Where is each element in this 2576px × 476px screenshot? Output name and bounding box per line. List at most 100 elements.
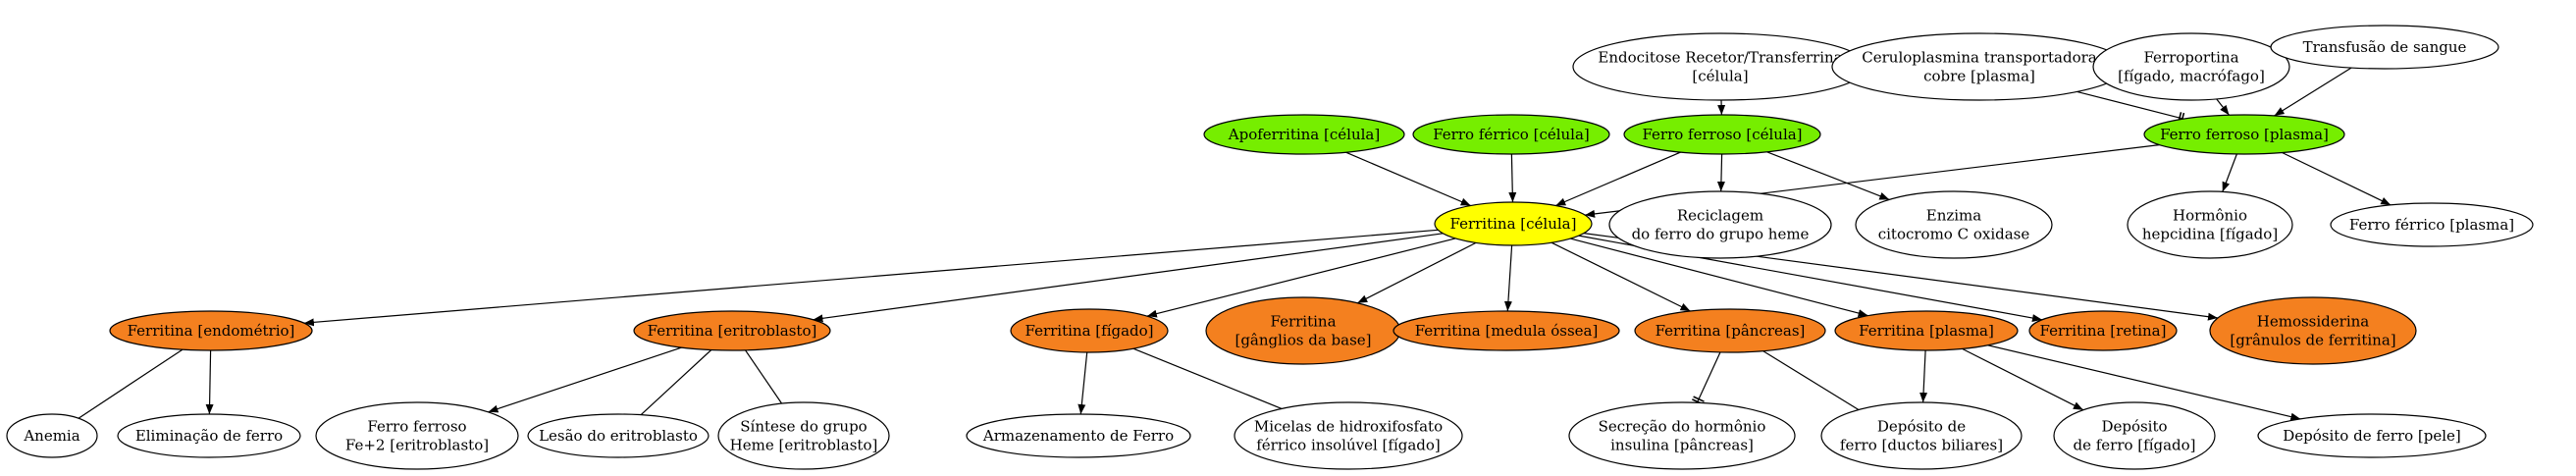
node-shape — [2053, 401, 2216, 470]
node-label: Ferritina [endométrio] — [128, 322, 295, 340]
node-label: Ferritina [pâncreas] — [1656, 322, 1806, 340]
node-ferritina-endometrio: Ferritina [endométrio] — [109, 310, 313, 351]
node-label: Apoferritina [célula] — [1228, 126, 1380, 143]
node-anemia: Anemia — [6, 413, 98, 458]
node-label: Micelas de hidroxifosfato — [1254, 418, 1443, 436]
node-label: Ferritina [medula óssea] — [1415, 322, 1599, 340]
node-label: do ferro do grupo heme — [1632, 226, 1810, 243]
node-ferro-ferrico-celula: Ferro férrico [célula] — [1412, 114, 1610, 155]
node-ferritina-retina: Ferritina [retina] — [2028, 310, 2178, 351]
edge-ferroportina-to-ferro-ferroso-plasma — [2216, 98, 2230, 116]
node-label: Armazenamento de Ferro — [982, 427, 1174, 445]
node-shape — [1820, 401, 2023, 470]
node-shape — [2143, 114, 2345, 155]
node-endocitose: Endocitose Recetor/Transferrina[célula] — [1572, 32, 1868, 101]
edge-ferro-ferrico-celula-to-ferritina-celula — [1508, 153, 1517, 203]
node-ferro-ferrico-plasma: Ferro férrico [plasma] — [2330, 202, 2534, 247]
node-eliminacao: Eliminação de ferro — [117, 413, 301, 458]
node-shape — [1203, 114, 1405, 155]
edge-ferritina-celula-to-ferritina-figado — [1146, 238, 1456, 318]
edge-ferro-ferroso-plasma-to-ferro-ferrico-plasma — [2282, 151, 2392, 206]
node-label: Lesão do eritroblasto — [539, 427, 698, 445]
edge-ferritina-endometrio-to-eliminacao — [205, 349, 214, 415]
node-label: hepcidina [fígado] — [2142, 226, 2278, 243]
nodes-layer: Endocitose Recetor/Transferrina[célula]C… — [6, 25, 2534, 470]
edge-ferritina-celula-to-ferritina-medula — [1503, 244, 1513, 312]
node-ferritina-ganglios: Ferritina[gânglios da base] — [1205, 296, 1401, 365]
node-shape — [527, 413, 710, 458]
node-shape — [1434, 201, 1593, 246]
node-shape — [315, 401, 519, 470]
edge-ferro-ferroso-celula-to-ferritina-celula — [1555, 151, 1681, 207]
node-shape — [2257, 413, 2487, 458]
node-label: Ferro ferroso [célula] — [1642, 126, 1802, 143]
node-label: Ferro ferroso [plasma] — [2160, 126, 2329, 143]
node-shape — [2270, 25, 2499, 70]
edge-ferritina-pancreas-to-secrecao — [1692, 351, 1721, 405]
edge-ferritina-pancreas-to-glicosuria — [1762, 350, 1872, 419]
edge-ferritina-eritroblasto-to-sintese — [745, 349, 783, 404]
node-transfusao: Transfusão de sangue — [2270, 25, 2499, 70]
node-hemossiderina: Hemossiderina[grânulos de ferritina] — [2209, 296, 2417, 365]
node-shape — [1634, 308, 1826, 353]
node-label: Depósito de — [1877, 418, 1966, 436]
node-label: cobre [plasma] — [1923, 68, 2035, 85]
node-label: Ferritina [eritroblasto] — [648, 322, 817, 340]
node-shape — [1608, 190, 1832, 259]
node-shape — [1412, 114, 1610, 155]
edge-ferritina-celula-to-ferritina-eritroblasto — [813, 233, 1444, 323]
edges-layer — [78, 67, 2392, 421]
node-shape — [1393, 310, 1620, 351]
edge-ferritina-plasma-to-deposito-figado — [1962, 347, 2084, 411]
node-label: citocromo C oxidase — [1878, 226, 2030, 243]
node-label: Fe+2 [eritroblasto] — [345, 437, 489, 454]
node-ferritina-pancreas: Ferritina [pâncreas] — [1634, 308, 1826, 353]
node-shape — [1010, 308, 1169, 353]
edge-ferro-ferroso-celula-to-reciclagem — [1716, 153, 1725, 192]
edge-ferritina-celula-to-ferritina-plasma — [1570, 238, 1868, 317]
edge-apoferritina-to-ferritina-celula — [1345, 151, 1471, 207]
edge-transfusao-to-ferro-ferroso-plasma — [2274, 67, 2352, 117]
edge-ferro-ferroso-plasma-to-hormonio-hepcidina — [2222, 153, 2237, 192]
edge-ferritina-plasma-to-deposito-ductos — [1919, 349, 1928, 403]
node-shape — [966, 413, 1191, 458]
node-label: Reciclagem — [1677, 207, 1763, 225]
node-shape — [2092, 32, 2290, 101]
node-label: de ferro [fígado] — [2073, 437, 2195, 454]
node-shape — [6, 413, 98, 458]
node-ferro-ferroso-celula: Ferro ferroso [célula] — [1623, 114, 1821, 155]
node-shape — [1623, 114, 1821, 155]
node-shape — [1855, 190, 2053, 259]
edge-ferritina-plasma-to-deposito-pele — [1987, 344, 2301, 421]
node-label: Enzima — [1926, 207, 1982, 225]
node-label: Heme [eritroblasto] — [730, 437, 878, 454]
node-ferritina-plasma: Ferritina [plasma] — [1834, 310, 2019, 351]
node-label: Depósito — [2101, 418, 2167, 436]
node-label: [fígado, macrófago] — [2118, 68, 2265, 85]
node-label: Ferritina — [1270, 313, 1336, 331]
node-label: Ferritina [célula] — [1450, 215, 1577, 233]
node-label: [grânulos de ferritina] — [2230, 332, 2395, 349]
node-shape — [1234, 401, 1463, 470]
edge-ferritina-endometrio-to-anemia — [78, 348, 184, 419]
node-label: Ferritina [fígado] — [1025, 322, 1153, 340]
edge-ferro-ferroso-celula-to-enzima — [1766, 151, 1890, 200]
node-shape — [2028, 310, 2178, 351]
node-apoferritina: Apoferritina [célula] — [1203, 114, 1405, 155]
node-ferritina-celula: Ferritina [célula] — [1434, 201, 1593, 246]
node-label: Transfusão de sangue — [2303, 38, 2467, 56]
node-label: Hemossiderina — [2257, 313, 2370, 331]
node-shape — [2127, 190, 2293, 259]
node-shape — [117, 413, 301, 458]
